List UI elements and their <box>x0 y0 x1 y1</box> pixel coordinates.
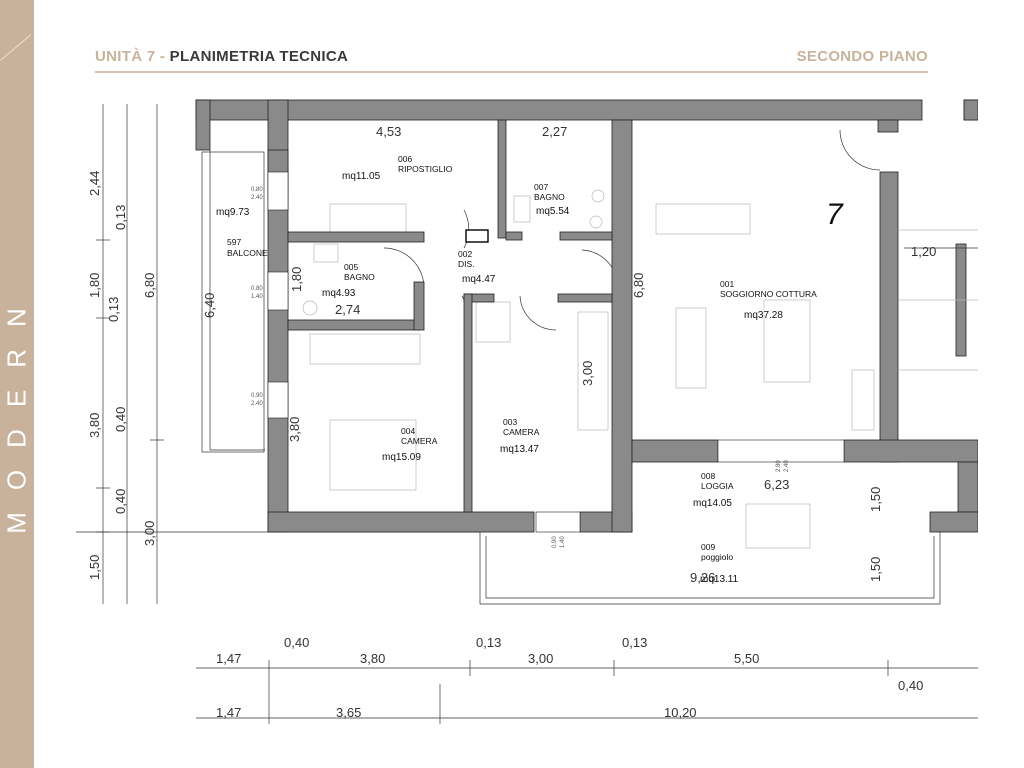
bottom-dimensions: 1,47 0,40 3,80 0,13 3,00 0,13 5,50 0,40 … <box>216 635 923 720</box>
dim-label: 0,13 <box>476 635 501 650</box>
window-width: 0.80 <box>251 187 263 193</box>
header-title-group: UNITÀ 7 - PLANIMETRIA TECNICA <box>95 48 348 65</box>
room-code: 005 <box>344 262 358 272</box>
dim-label: 6,23 <box>764 477 789 492</box>
dim-label: 0,40 <box>113 489 128 514</box>
dim-label: 9,26 <box>690 570 715 585</box>
room-area: mq11.05 <box>342 171 381 182</box>
dim-label: 0,13 <box>106 297 121 322</box>
header-rule <box>95 71 928 73</box>
dim-label: 3,00 <box>142 521 157 546</box>
left-dimensions: 2,44 1,80 3,80 1,50 0,13 0,13 0,40 0,40 … <box>87 171 157 580</box>
room-area: mq15.09 <box>382 452 421 463</box>
dim-label: 0,40 <box>898 678 923 693</box>
room-code: 007 <box>534 182 548 192</box>
room-code: 003 <box>503 417 517 427</box>
window-height: 2.40 <box>251 195 263 201</box>
dim-label: 3,00 <box>528 651 553 666</box>
dim-label: 3,65 <box>336 705 361 720</box>
dim-label: 1,80 <box>87 273 102 298</box>
dim-label: 1,50 <box>868 557 883 582</box>
dim-label: 1,20 <box>911 244 936 259</box>
dim-label: 4,53 <box>376 124 401 139</box>
dim-label: 10,20 <box>664 705 697 720</box>
room-area: mq4.93 <box>322 288 356 299</box>
room-labels: 001 SOGGIORNO COTTURA mq37.28 002 DIS. m… <box>216 154 817 585</box>
dim-label: 1,50 <box>87 555 102 580</box>
dim-label: 3,80 <box>287 417 302 442</box>
room-name: BAGNO <box>344 272 375 282</box>
room-code: 008 <box>701 471 715 481</box>
windows <box>267 171 845 533</box>
room-name: RIPOSTIGLIO <box>398 164 453 174</box>
dim-label: 2,74 <box>335 302 360 317</box>
room-name: poggiolo <box>701 552 733 562</box>
room-code: 002 <box>458 249 472 259</box>
dim-label: 1,50 <box>868 487 883 512</box>
room-name: CAMERA <box>503 427 540 437</box>
dim-label: 0,13 <box>113 205 128 230</box>
dim-label: 2,27 <box>542 124 567 139</box>
room-area: mq9.73 <box>216 207 250 218</box>
door-swings <box>383 129 881 331</box>
room-name: SOGGIORNO COTTURA <box>720 289 817 299</box>
room-area: mq13.11 <box>700 574 739 585</box>
room-code: 597 <box>227 237 241 247</box>
room-area: mq4.47 <box>462 274 496 285</box>
dim-label: 0,13 <box>622 635 647 650</box>
room-area: mq37.28 <box>744 310 783 321</box>
dim-label: 6,80 <box>631 273 646 298</box>
room-name: DIS. <box>458 259 475 269</box>
sidebar-decoration <box>0 34 32 61</box>
room-area: mq13.47 <box>500 444 539 455</box>
title-separator: - <box>155 48 170 65</box>
floor-plan: 7 001 SOGGIORNO COTTURA mq37.28 002 DIS.… <box>76 99 978 724</box>
window-labels: 0.80 2.40 0.80 1.40 0.90 2.40 0.90 1.40 … <box>251 187 790 548</box>
dim-label: 2,44 <box>87 171 102 196</box>
window-height: 1.40 <box>560 536 566 548</box>
dim-label: 3,80 <box>87 413 102 438</box>
dim-label: 1,80 <box>289 267 304 292</box>
page-title: PLANIMETRIA TECNICA <box>169 48 349 65</box>
window-width: 0.90 <box>251 393 263 399</box>
dim-label: 6,40 <box>202 293 217 318</box>
window-height: 2.40 <box>784 460 790 472</box>
room-code: 006 <box>398 154 412 164</box>
unit-number: 7 <box>826 198 844 231</box>
room-code: 009 <box>701 542 715 552</box>
balcony-outlines <box>201 151 941 605</box>
page-header: UNITÀ 7 - PLANIMETRIA TECNICA SECONDO PI… <box>95 48 928 74</box>
stairs <box>898 229 978 371</box>
room-area: mq14.05 <box>693 498 732 509</box>
floor-label: SECONDO PIANO <box>796 48 928 65</box>
room-name: CAMERA <box>401 436 438 446</box>
room-code: 001 <box>720 279 734 289</box>
dim-label: 6,80 <box>142 273 157 298</box>
window-height: 2.40 <box>251 401 263 407</box>
dim-label: 0,40 <box>284 635 309 650</box>
window-width: 2.80 <box>776 460 782 472</box>
dim-label: 1,47 <box>216 651 241 666</box>
room-area: mq5.54 <box>536 206 570 217</box>
room-name: BAGNO <box>534 192 565 202</box>
unit-label: UNITÀ 7 <box>95 48 156 65</box>
interior-dimensions: 4,53 2,27 6,40 1,80 2,74 3,80 3,00 6,80 … <box>202 124 936 585</box>
brand-logo: MODERN <box>1 286 32 534</box>
sidebar: MODERN <box>0 0 34 768</box>
window-width: 0.90 <box>552 536 558 548</box>
window-width: 0.80 <box>251 286 263 292</box>
window-height: 1.40 <box>251 294 263 300</box>
dim-label: 3,00 <box>580 361 595 386</box>
furniture <box>302 189 875 549</box>
dim-label: 1,47 <box>216 705 241 720</box>
room-code: 004 <box>401 426 415 436</box>
dim-label: 5,50 <box>734 651 759 666</box>
room-name: LOGGIA <box>701 481 734 491</box>
room-name: BALCONE <box>227 248 268 258</box>
bottom-dimension-lines <box>196 660 978 724</box>
dim-label: 0,40 <box>113 407 128 432</box>
dim-label: 3,80 <box>360 651 385 666</box>
